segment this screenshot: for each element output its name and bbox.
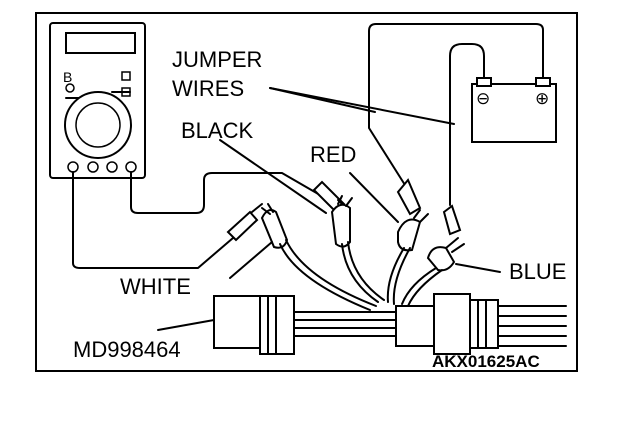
- probe-white: [226, 203, 263, 242]
- diagram-frame: [35, 12, 578, 372]
- label-red: RED: [310, 142, 356, 167]
- probe-leads: [72, 171, 321, 269]
- harness-wires: [279, 239, 443, 311]
- battery: ⊖ ⊕: [471, 77, 557, 143]
- battery-positive-symbol: ⊕: [535, 89, 549, 109]
- multimeter-range-letter: B: [63, 69, 72, 85]
- clip-white: [260, 203, 289, 249]
- label-tool: MD998464: [73, 337, 181, 362]
- multimeter: B: [49, 22, 146, 179]
- multimeter-dial: [64, 91, 132, 159]
- label-black: BLACK: [181, 118, 253, 143]
- label-jumper: JUMPER: [172, 47, 262, 72]
- clip-red: [397, 209, 429, 252]
- leader-lines: [157, 87, 501, 331]
- clip-blue: [426, 237, 465, 272]
- clip-black: [330, 195, 353, 248]
- label-wires: WIRES: [172, 76, 244, 101]
- probe-blue: [442, 204, 462, 236]
- jumper-wires: [368, 23, 544, 206]
- figure-code: AKX01625AC: [432, 352, 540, 371]
- battery-negative-symbol: ⊖: [476, 89, 490, 109]
- connector-md998464: [213, 295, 397, 355]
- connector-vehicle: [395, 293, 567, 355]
- multimeter-display: [65, 32, 136, 54]
- probe-red: [396, 178, 422, 216]
- label-blue: BLUE: [509, 259, 566, 284]
- label-white: WHITE: [120, 274, 191, 299]
